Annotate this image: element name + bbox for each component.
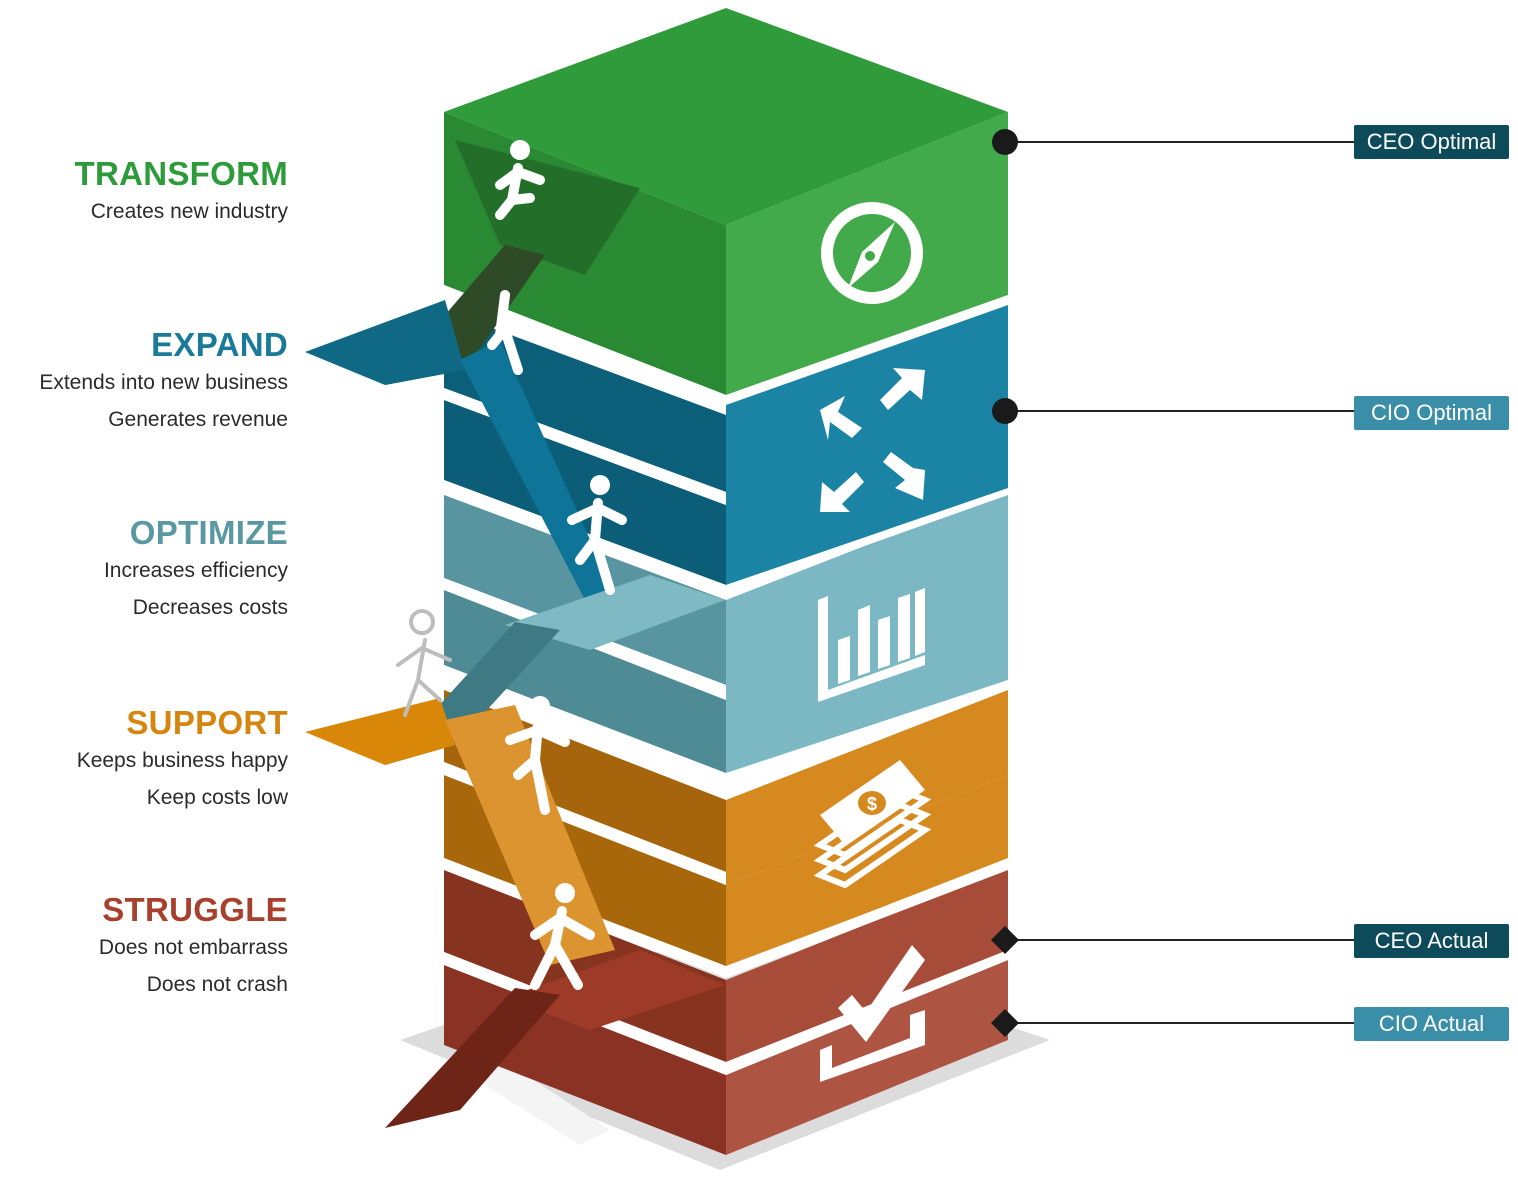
ramp-transform-flat	[455, 140, 640, 275]
tag-cio-optimal: CIO Optimal	[1354, 396, 1509, 430]
climber-figure-5	[505, 696, 570, 815]
expand-arrows-icon	[820, 368, 925, 512]
level-transform: TRANSFORM Creates new industry	[74, 155, 288, 230]
level-title: OPTIMIZE	[129, 514, 288, 551]
bar-chart-icon	[818, 588, 925, 702]
climber-figure-4	[396, 609, 452, 717]
level-desc: Does not crash	[146, 973, 288, 996]
level-title: STRUGGLE	[102, 891, 288, 928]
level-support: SUPPORT Keeps business happy Keep costs …	[77, 704, 288, 816]
gap-4	[726, 860, 1008, 978]
ramp-struggle-flat	[505, 950, 725, 1030]
level-desc: Keeps business happy	[76, 749, 288, 772]
gap-2	[726, 488, 1008, 595]
level-desc: Decreases costs	[132, 596, 288, 619]
ramp-support-flap	[305, 698, 455, 765]
level-desc: Does not embarrass	[98, 936, 288, 959]
level-desc: Extends into new business	[39, 371, 288, 394]
tag-cio-actual: CIO Actual	[1354, 1007, 1509, 1041]
money-icon: $	[813, 760, 932, 889]
tag-ceo-optimal: CEO Optimal	[1354, 125, 1509, 159]
level-desc: Creates new industry	[90, 200, 288, 223]
level-title: TRANSFORM	[74, 155, 288, 192]
level-desc: Increases efficiency	[103, 559, 288, 582]
climber-figure-3	[567, 475, 627, 595]
climber-figure-6	[530, 883, 595, 990]
checkmark-icon	[820, 945, 925, 1082]
gap-1	[726, 295, 1008, 405]
gap-left-1	[444, 285, 726, 405]
level-title: SUPPORT	[126, 704, 288, 741]
marker-diamond-ceo-actual	[991, 926, 1019, 954]
marker-dot-cio-optimal	[992, 398, 1018, 424]
ramp-optimize-flat	[505, 575, 725, 650]
compass-icon	[821, 202, 923, 304]
marker-dot-ceo-optimal	[992, 129, 1018, 155]
gap-3	[726, 680, 1008, 783]
ramp-expand	[460, 340, 615, 600]
marker-diamond-cio-actual	[991, 1009, 1019, 1037]
marker-connectors	[1005, 141, 1354, 1024]
level-struggle: STRUGGLE Does not embarrass Does not cra…	[99, 891, 288, 1003]
level-desc: Keep costs low	[146, 786, 288, 809]
climber-figure-2	[487, 290, 523, 375]
ramp-support	[445, 705, 615, 965]
level-expand: EXPAND Extends into new business Generat…	[39, 326, 288, 438]
ramp-struggle	[385, 988, 560, 1128]
ramp-expand-flap	[305, 300, 465, 385]
level-title: EXPAND	[151, 326, 288, 363]
gap-left-3	[444, 665, 726, 783]
climber-figure-1	[495, 140, 545, 220]
level-desc: Generates revenue	[108, 408, 288, 431]
level-optimize: OPTIMIZE Increases efficiency Decreases …	[104, 514, 288, 626]
svg-text:$: $	[867, 794, 877, 814]
tag-ceo-actual: CEO Actual	[1354, 924, 1509, 958]
